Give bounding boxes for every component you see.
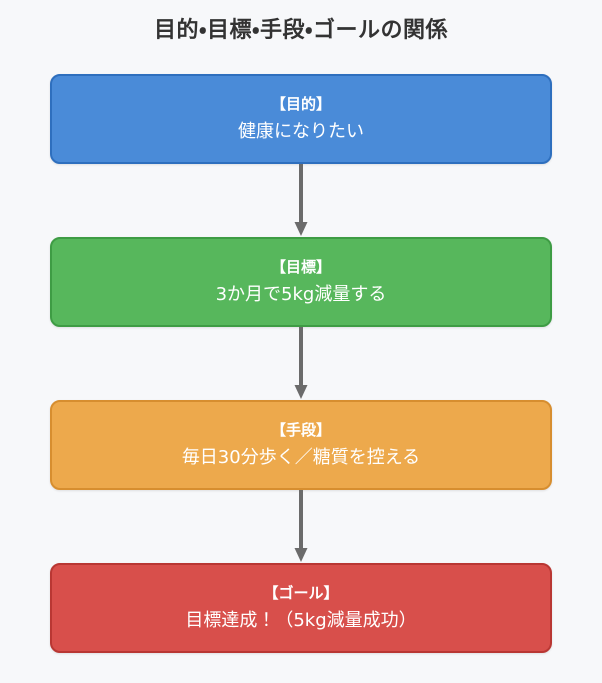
flow-node-goal-text: 目標達成！（5kg減量成功）	[185, 610, 417, 631]
flow-arrow-purpose-to-target	[293, 164, 309, 237]
flow-node-purpose[interactable]: 【目的】 健康になりたい	[50, 74, 552, 164]
flow-arrow-target-to-means	[293, 327, 309, 400]
flow-node-target[interactable]: 【目標】 3か月で5kg減量する	[50, 237, 552, 327]
flow-node-goal[interactable]: 【ゴール】 目標達成！（5kg減量成功）	[50, 563, 552, 653]
flow-node-target-text: 3か月で5kg減量する	[215, 284, 387, 305]
flow-node-purpose-label: 【目的】	[270, 95, 331, 113]
flow-node-target-label: 【目標】	[270, 258, 331, 276]
flow-node-means-text: 毎日30分歩く／糖質を控える	[181, 447, 421, 468]
flow-node-purpose-text: 健康になりたい	[238, 121, 364, 142]
page-title: 目的・目標・手段・ゴールの関係	[154, 18, 448, 43]
flow-node-means-label: 【手段】	[270, 421, 331, 439]
flow-node-goal-label: 【ゴール】	[263, 584, 339, 602]
flow-arrow-means-to-goal	[293, 490, 309, 563]
flow-node-means[interactable]: 【手段】 毎日30分歩く／糖質を控える	[50, 400, 552, 490]
